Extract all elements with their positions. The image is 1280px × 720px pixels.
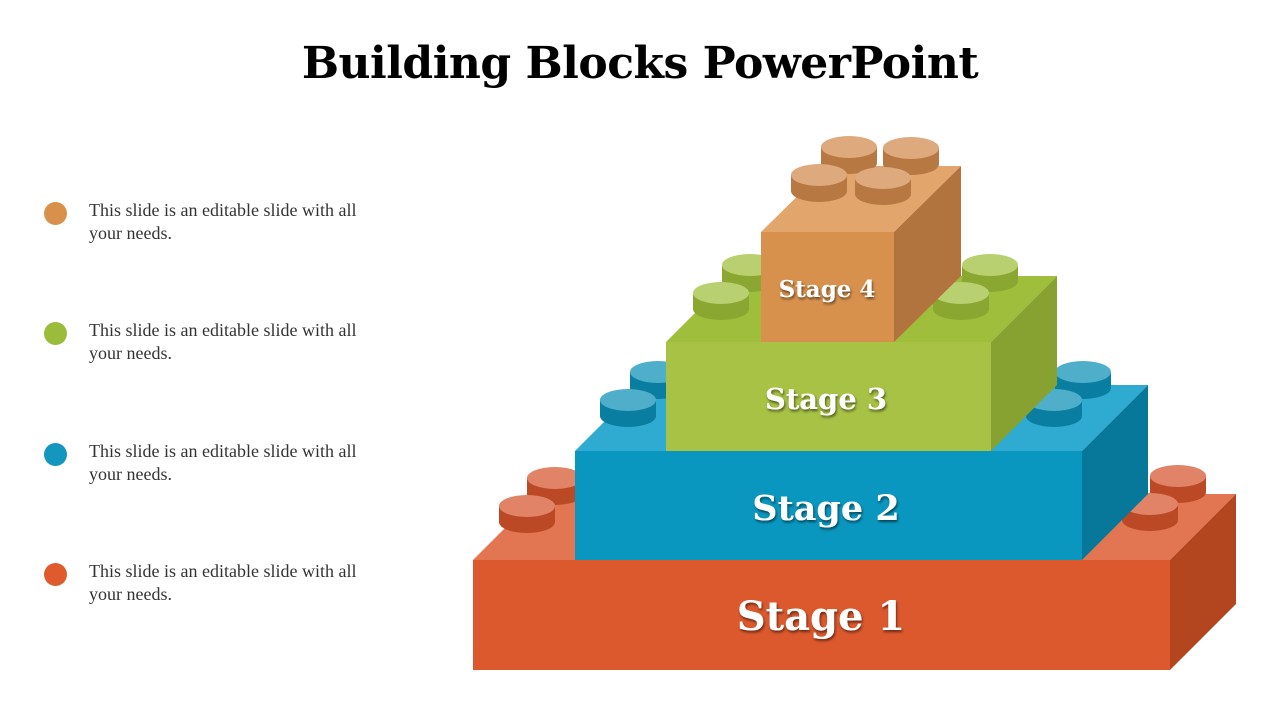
stud <box>962 254 1018 292</box>
stud <box>693 282 749 320</box>
stud-top <box>855 167 911 189</box>
stud-top <box>693 282 749 304</box>
legend-text: This slide is an editable slide with all… <box>89 561 357 604</box>
stud <box>600 389 656 427</box>
stud <box>791 164 847 202</box>
stud <box>883 137 939 175</box>
block-side-face <box>894 166 961 342</box>
stud-top <box>600 389 656 411</box>
stage-label-3: Stage 3 <box>765 382 887 416</box>
legend-text: This slide is an editable slide with all… <box>89 200 357 243</box>
block-front-face <box>761 232 894 342</box>
block-front-face <box>575 451 1082 560</box>
block-side-face <box>991 276 1057 451</box>
stud-top <box>527 467 583 489</box>
legend-item-stage-2: This slide is an editable slide with all… <box>44 441 384 491</box>
block-side-face <box>1170 494 1236 670</box>
legend-dot-blue <box>44 443 67 466</box>
stud-top <box>499 495 555 517</box>
block-front-face <box>473 560 1170 670</box>
legend-text: This slide is an editable slide with all… <box>89 320 357 363</box>
legend-dot-red <box>44 563 67 586</box>
stud-top <box>821 136 877 158</box>
block-front-face <box>666 342 991 451</box>
legend-text: This slide is an editable slide with all… <box>89 441 357 484</box>
stage-label-1: Stage 1 <box>737 593 905 640</box>
stud <box>855 167 911 205</box>
legend-item-stage-3: This slide is an editable slide with all… <box>44 320 384 370</box>
legend-item-stage-1: This slide is an editable slide with all… <box>44 561 384 611</box>
block-side-face <box>1082 385 1148 560</box>
stud-top <box>1055 361 1111 383</box>
stud-top <box>1150 465 1206 487</box>
stud-top <box>883 137 939 159</box>
block-stage-4: Stage 4 <box>761 136 961 342</box>
stud <box>499 495 555 533</box>
legend-item-stage-4: This slide is an editable slide with all… <box>44 200 384 250</box>
stage-label-2: Stage 2 <box>752 488 899 529</box>
stud-top <box>791 164 847 186</box>
legend-dot-orange <box>44 202 67 225</box>
legend-dot-green <box>44 322 67 345</box>
stage-label-4: Stage 4 <box>779 276 876 303</box>
slide-title: Building Blocks PowerPoint <box>301 38 979 89</box>
stud-top <box>962 254 1018 276</box>
